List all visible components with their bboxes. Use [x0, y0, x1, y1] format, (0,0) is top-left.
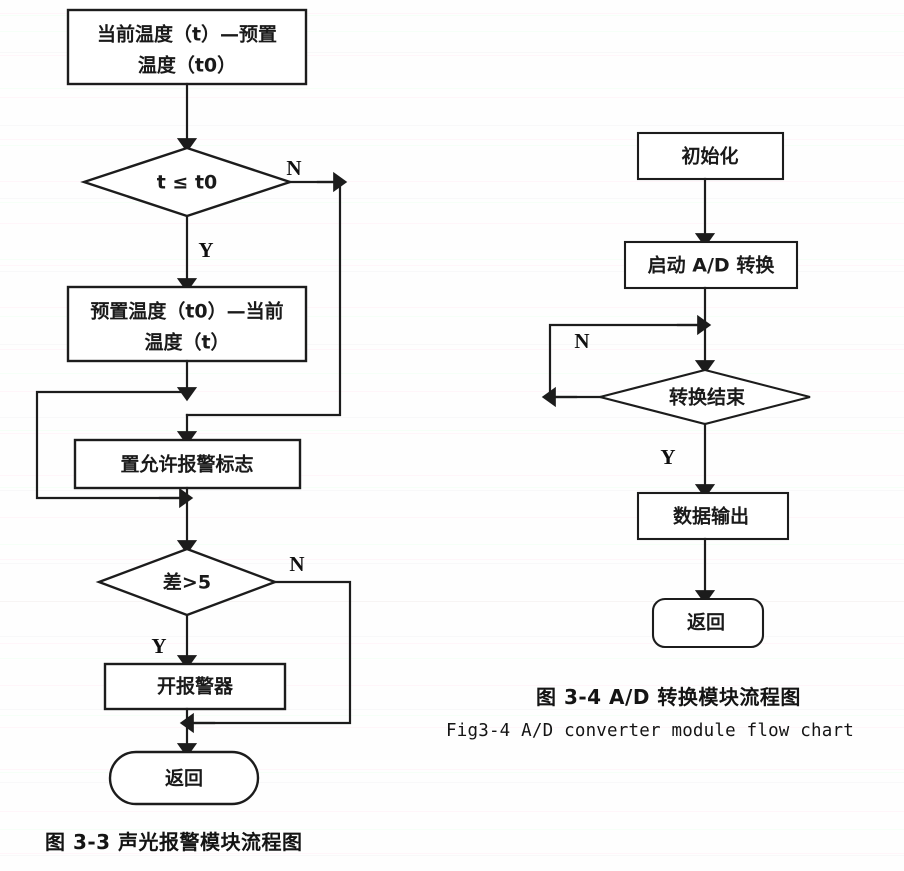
- node-decide-done-label: 转换结束: [669, 386, 746, 409]
- edge-temp-no-down: [185, 180, 342, 417]
- node-calc-diff-label-line1: 当前温度（t）—预置: [97, 23, 277, 46]
- flowchart-ad-converter-module: 初始化 启动 A/D 转换 转换结束 N Y 数据输出 返回: [541, 131, 811, 649]
- node-return-left-label: 返回: [165, 768, 203, 790]
- node-init: [636, 131, 785, 181]
- caption-fig-3-4-cn: 图 3-4 A/D 转换模块流程图: [536, 685, 801, 709]
- branch-label-done-no: N: [574, 329, 589, 353]
- edge-delta-no-bypass: [188, 580, 352, 725]
- node-init-label: 初始化: [681, 145, 738, 168]
- edge-done-no-loop-return: [548, 323, 705, 399]
- node-calc-diff2: [66, 285, 308, 363]
- node-calc-diff2-label-line1: 预置温度（t0）—当前: [90, 300, 283, 323]
- node-decide-delta-label: 差>5: [163, 571, 211, 594]
- node-open-alarm: [103, 662, 287, 711]
- branch-label-done-yes: Y: [660, 445, 675, 469]
- node-start-ad: [623, 240, 799, 290]
- branch-label-temp-yes: Y: [198, 238, 213, 262]
- node-decide-temp-label: t ≤ t0: [157, 172, 218, 194]
- node-calc-diff-label-line2: 温度（t0）: [138, 54, 236, 77]
- branch-label-delta-yes: Y: [151, 634, 166, 658]
- node-data-out-label: 数据输出: [673, 505, 749, 528]
- flowchart-alarm-module: 当前温度（t）—预置 温度（t0） t ≤ t0 N Y 预置温度（t0）—当前…: [35, 8, 352, 806]
- branch-label-temp-no: N: [286, 156, 301, 180]
- node-set-flag-label: 置允许报警标志: [120, 453, 253, 476]
- node-calc-diff: [66, 8, 308, 86]
- node-return-left: [108, 750, 260, 806]
- edge-left-bypass-loop: [35, 390, 189, 500]
- branch-label-delta-no: N: [289, 552, 304, 576]
- caption-fig-3-4-en: Fig3-4 A/D converter module flow chart: [446, 721, 854, 741]
- caption-fig-3-3: 图 3-3 声光报警模块流程图: [45, 830, 303, 854]
- node-calc-diff2-label-line2: 温度（t）: [144, 331, 229, 354]
- node-set-flag: [73, 438, 302, 490]
- node-data-out: [636, 491, 790, 541]
- node-return-right: [651, 597, 765, 649]
- node-open-alarm-label: 开报警器: [157, 675, 234, 698]
- node-return-right-label: 返回: [687, 612, 725, 634]
- node-start-ad-label: 启动 A/D 转换: [648, 254, 776, 277]
